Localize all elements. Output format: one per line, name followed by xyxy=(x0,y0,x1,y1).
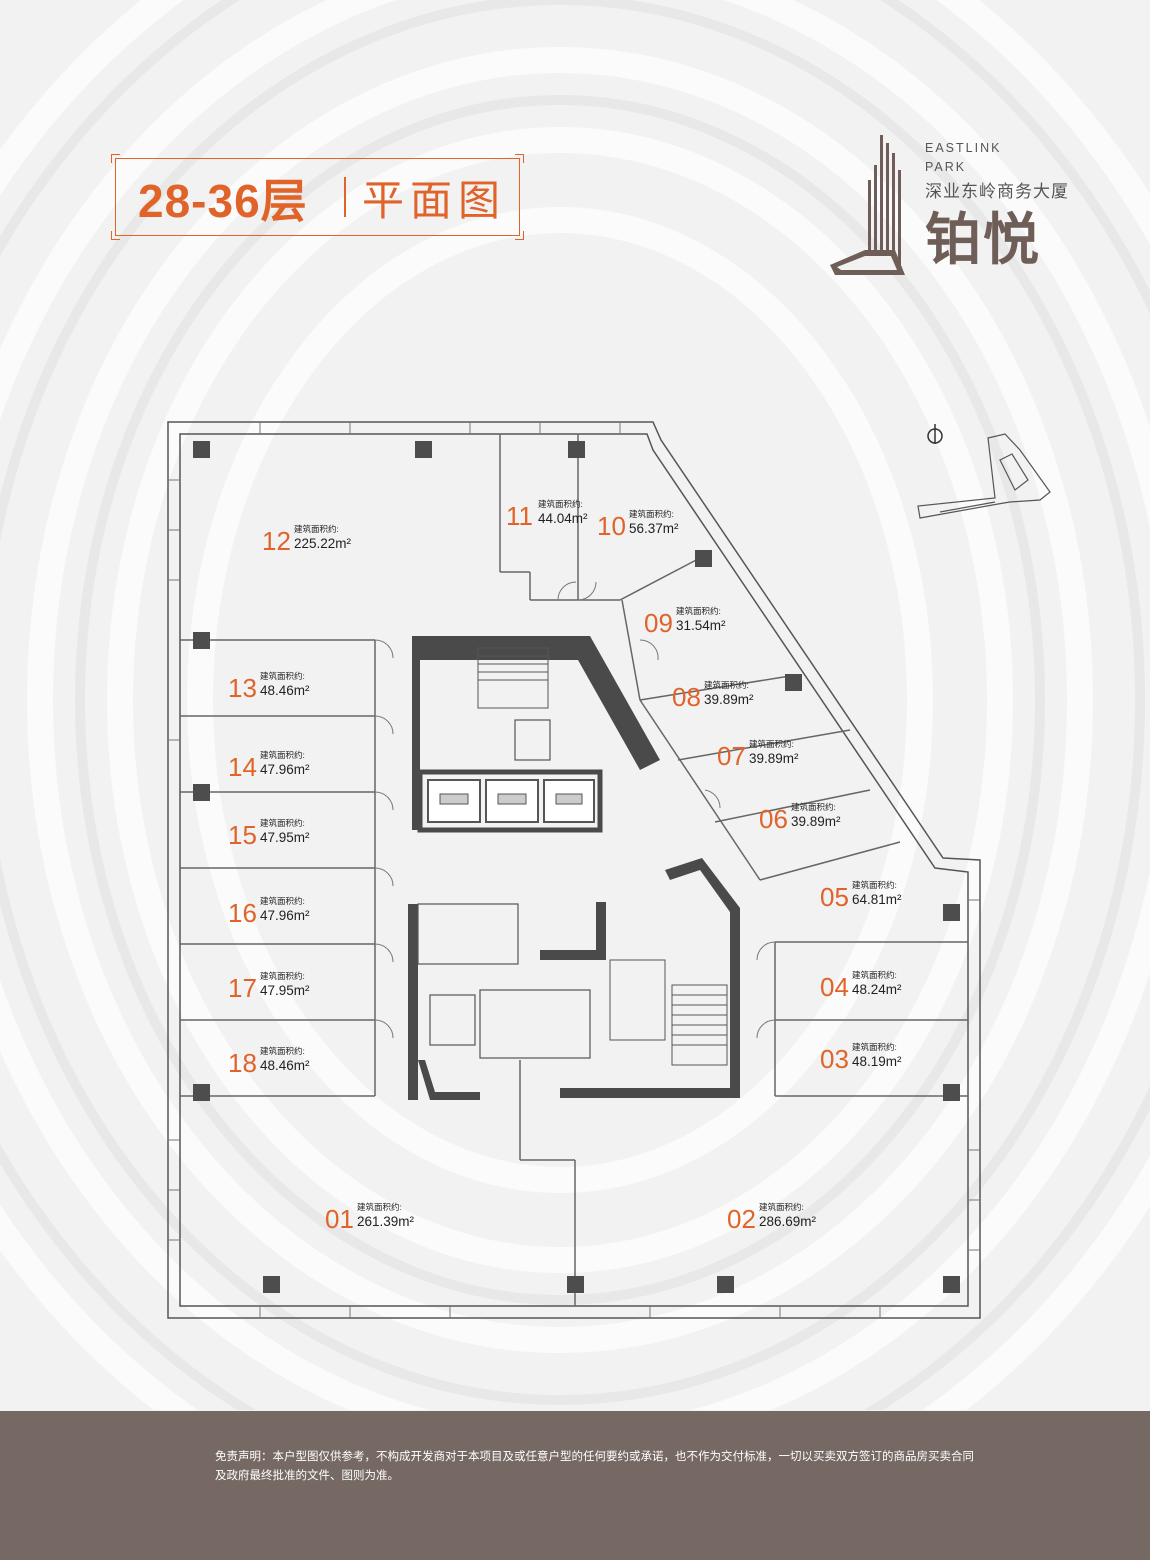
north-arrow-icon xyxy=(927,424,943,444)
unit-area-value: 47.96m² xyxy=(260,908,310,923)
unit-number: 07 xyxy=(717,741,746,771)
unit-area-caption: 建筑面积约: xyxy=(260,818,305,828)
unit-area-caption: 建筑面积约: xyxy=(260,750,305,760)
unit-area-value: 286.69m² xyxy=(759,1214,817,1229)
unit-area-value: 47.95m² xyxy=(260,830,310,845)
floor-range: 28-36层 xyxy=(138,175,308,227)
unit-area-caption: 建筑面积约: xyxy=(852,880,897,890)
unit-area-caption: 建筑面积约: xyxy=(357,1202,402,1212)
unit-number: 10 xyxy=(597,511,626,541)
logo-en-line2: PARK xyxy=(925,160,967,174)
unit-area-caption: 建筑面积约: xyxy=(260,896,305,906)
plan-title: 平面图 xyxy=(362,177,507,224)
structural-columns xyxy=(193,441,960,1293)
unit-area-caption: 建筑面积约: xyxy=(260,1046,305,1056)
footer-bar: 免责声明：本户型图仅供参考，不构成开发商对于本项目及或任意户型的任何要约或承诺，… xyxy=(0,1411,1150,1560)
partition-walls xyxy=(180,434,968,1306)
logo-english: EASTLINK PARK xyxy=(925,139,1001,177)
unit-area-caption: 建筑面积约: xyxy=(852,1042,897,1052)
unit-area-caption: 建筑面积约: xyxy=(538,499,583,509)
unit-number: 11 xyxy=(506,501,533,531)
unit-area-caption: 建筑面积约: xyxy=(759,1202,804,1212)
site-key-plan-icon xyxy=(917,424,1051,519)
unit-area-caption: 建筑面积约: xyxy=(629,509,674,519)
logo-chinese-name: 深业东岭商务大厦 xyxy=(925,182,1069,201)
unit-number: 09 xyxy=(644,608,673,638)
unit-area-caption: 建筑面积约: xyxy=(749,739,794,749)
unit-number: 17 xyxy=(228,973,257,1003)
logo-brand-name: 铂悦 xyxy=(925,208,1041,271)
unit-area-value: 39.89m² xyxy=(704,692,754,707)
unit-area-value: 64.81m² xyxy=(852,892,902,907)
unit-number: 04 xyxy=(820,972,849,1002)
unit-area-value: 48.24m² xyxy=(852,982,902,997)
unit-area-caption: 建筑面积约: xyxy=(294,524,339,534)
brand-logo: EASTLINK PARK 深业东岭商务大厦 铂悦 xyxy=(825,125,1075,285)
unit-number: 16 xyxy=(228,898,257,928)
building-outline xyxy=(167,421,981,1319)
unit-area-value: 31.54m² xyxy=(676,618,726,633)
unit-area-value: 225.22m² xyxy=(294,536,352,551)
unit-area-value: 261.39m² xyxy=(357,1214,415,1229)
unit-number: 02 xyxy=(727,1204,756,1234)
unit-area-caption: 建筑面积约: xyxy=(260,971,305,981)
unit-area-value: 44.04m² xyxy=(538,511,588,526)
unit-number: 06 xyxy=(759,804,788,834)
unit-number: 03 xyxy=(820,1044,849,1074)
unit-area-value: 39.89m² xyxy=(791,814,841,829)
unit-area-value: 48.46m² xyxy=(260,683,310,698)
unit-area-caption: 建筑面积约: xyxy=(260,671,305,681)
core-north xyxy=(412,636,660,833)
unit-area-value: 56.37m² xyxy=(629,521,679,536)
unit-area-caption: 建筑面积约: xyxy=(791,802,836,812)
disclaimer-text: 免责声明：本户型图仅供参考，不构成开发商对于本项目及或任意户型的任何要约或承诺，… xyxy=(215,1451,974,1482)
unit-number: 15 xyxy=(228,820,257,850)
floor-plan xyxy=(167,421,981,1319)
unit-number: 01 xyxy=(325,1204,354,1234)
core-south xyxy=(408,858,740,1100)
background-pattern xyxy=(0,0,1150,1410)
floor-title-box: 28-36层 平面图 xyxy=(111,154,524,240)
unit-area-value: 48.19m² xyxy=(852,1054,902,1069)
unit-area-caption: 建筑面积约: xyxy=(676,606,721,616)
unit-number: 05 xyxy=(820,882,849,912)
curtain-wall xyxy=(168,422,980,1318)
unit-area-value: 47.95m² xyxy=(260,983,310,998)
unit-area-caption: 建筑面积约: xyxy=(704,680,749,690)
unit-area-value: 47.96m² xyxy=(260,762,310,777)
title-divider xyxy=(344,177,346,217)
door-swings xyxy=(374,581,776,1039)
unit-area-value: 39.89m² xyxy=(749,751,799,766)
unit-number: 18 xyxy=(228,1048,257,1078)
logo-en-line1: EASTLINK xyxy=(925,141,1002,155)
unit-number: 08 xyxy=(672,682,701,712)
unit-area-caption: 建筑面积约: xyxy=(852,970,897,980)
tower-logo-icon xyxy=(830,135,905,275)
unit-area-value: 48.46m² xyxy=(260,1058,310,1073)
unit-number: 13 xyxy=(228,673,257,703)
unit-number: 12 xyxy=(262,526,291,556)
unit-number: 14 xyxy=(228,752,257,782)
